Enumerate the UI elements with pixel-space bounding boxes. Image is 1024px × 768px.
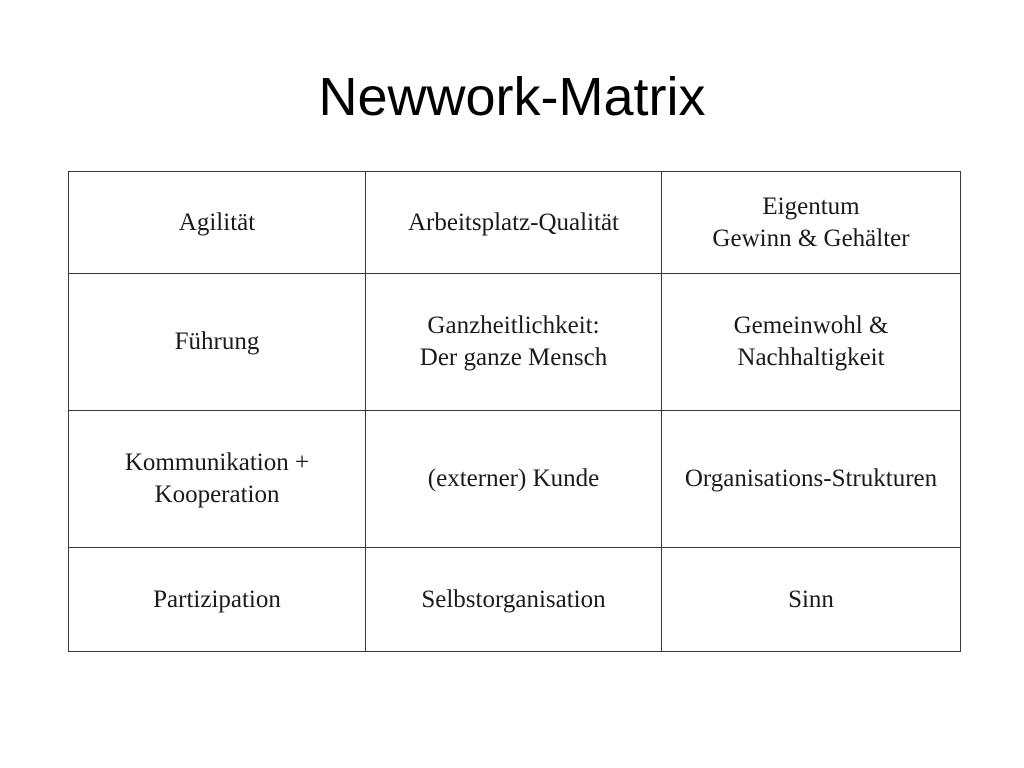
slide-title: Newwork-Matrix	[318, 67, 706, 127]
matrix-cell-text: Kooperation	[154, 481, 280, 508]
matrix-cell-agilitaet: Agilität	[68, 171, 366, 274]
matrix-cell-text: Partizipation	[153, 585, 281, 613]
matrix-cell-kunde: (externer) Kunde	[365, 410, 662, 548]
matrix-cell-text: Organisations-Strukturen	[684, 465, 938, 492]
matrix-cell-text: Ganzheitlichkeit:	[427, 312, 600, 339]
matrix-cell-partizipation: Partizipation	[68, 547, 366, 652]
matrix-cell-text: Eigentum	[762, 192, 860, 220]
matrix-row: Agilität Arbeitsplatz-Qualität Eigentum …	[68, 171, 961, 274]
matrix-row: Führung Ganzheitlichkeit: Der ganze Mens…	[68, 273, 961, 411]
matrix-row: Kommunikation + Kooperation (externer) K…	[68, 410, 961, 548]
matrix-cell-text: Agilität	[178, 208, 256, 236]
matrix-cell-ganzheitlichkeit: Ganzheitlichkeit: Der ganze Mensch	[365, 273, 662, 411]
matrix-cell-text: Gemeinwohl &	[733, 312, 889, 339]
matrix-cell-text: Gewinn & Gehälter	[712, 224, 910, 252]
matrix-cell-fuehrung: Führung	[68, 273, 366, 411]
matrix-cell-text: Kommunikation +	[124, 449, 310, 476]
matrix-cell-organisations-strukturen: Organisations-Strukturen	[661, 410, 961, 548]
matrix-cell-text: Arbeitsplatz-Qualität	[407, 208, 620, 236]
matrix-cell-text: Nachhaltigkeit	[737, 344, 885, 371]
matrix-cell-text: Führung	[174, 328, 260, 355]
matrix-row: Partizipation Selbstorganisation Sinn	[68, 547, 961, 652]
newwork-matrix-table: Agilität Arbeitsplatz-Qualität Eigentum …	[68, 171, 961, 652]
matrix-cell-text: Der ganze Mensch	[419, 344, 608, 371]
matrix-cell-text: (externer) Kunde	[427, 465, 600, 492]
matrix-cell-kommunikation: Kommunikation + Kooperation	[68, 410, 366, 548]
matrix-cell-selbstorganisation: Selbstorganisation	[365, 547, 662, 652]
matrix-cell-gemeinwohl: Gemeinwohl & Nachhaltigkeit	[661, 273, 961, 411]
matrix-cell-text: Sinn	[788, 585, 834, 613]
matrix-cell-text: Selbstorganisation	[421, 585, 606, 613]
matrix-cell-arbeitsplatz-qualitaet: Arbeitsplatz-Qualität	[365, 171, 662, 274]
matrix-cell-sinn: Sinn	[661, 547, 961, 652]
matrix-cell-eigentum: Eigentum Gewinn & Gehälter	[661, 171, 961, 274]
